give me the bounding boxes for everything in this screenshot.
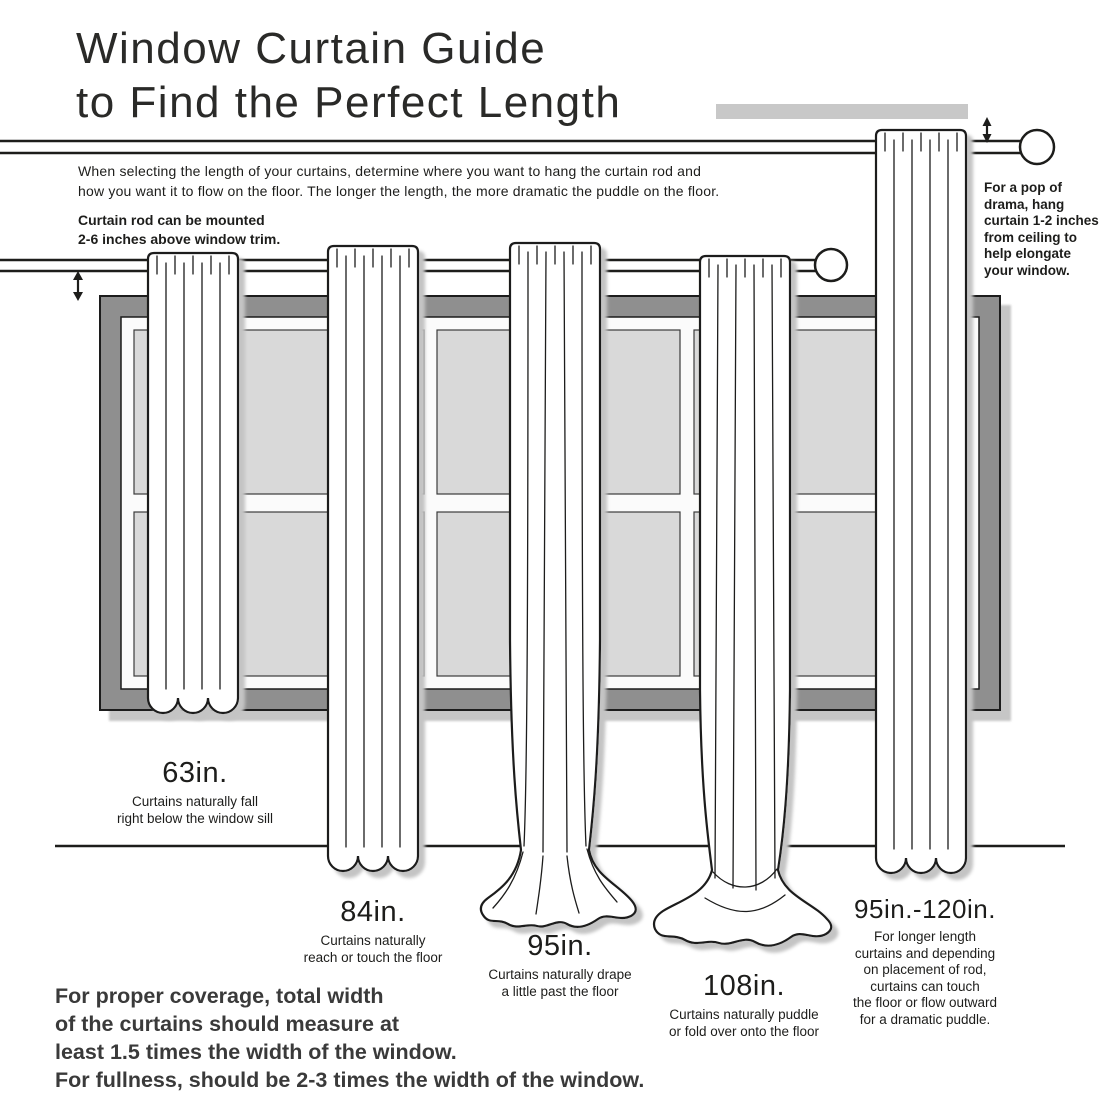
coverage-note: For proper coverage, total width of the … (55, 984, 645, 1092)
curtain-95-description: Curtains naturally drape a little past t… (488, 967, 632, 999)
ceiling-rod-bar (0, 139, 1024, 155)
ceiling-gap-arrow-icon (982, 117, 992, 143)
ceiling-bar (716, 104, 968, 119)
curtain-108 (652, 254, 833, 947)
page-title: Window Curtain Guide to Find the Perfect… (76, 24, 622, 127)
ceiling-rod-finial (1018, 128, 1056, 166)
curtain-95-120-length: 95in.-120in. (854, 894, 996, 924)
curtain-95-label-block: 95in. Curtains naturally drape a little … (450, 930, 670, 1000)
curtain-95-length: 95in. (527, 930, 593, 962)
curtain-63-description: Curtains naturally fall right below the … (116, 794, 274, 826)
window-rod-finial (813, 247, 849, 283)
curtain-108-label-block: 108in. Curtains naturally puddle or fold… (634, 970, 854, 1040)
curtain-108-description: Curtains naturally puddle or fold over o… (668, 1007, 820, 1039)
curtain-95 (479, 241, 637, 928)
curtain-95-120-label-block: 95in.-120in. For longer length curtains … (818, 894, 1032, 1028)
curtain-84 (326, 244, 420, 873)
ceiling-rod (0, 128, 1056, 166)
curtain-95-120-description: For longer length curtains and depending… (852, 929, 998, 1027)
intro-text: When selecting the length of your curtai… (78, 163, 720, 199)
rod-mount-note: Curtain rod can be mounted 2-6 inches ab… (78, 212, 281, 247)
ceiling-tip-note: For a pop of drama, hang curtain 1-2 inc… (984, 180, 1099, 278)
curtain-84-description: Curtains naturally reach or touch the fl… (303, 933, 443, 965)
curtain-84-label-block: 84in. Curtains naturally reach or touch … (263, 896, 483, 966)
curtain-108-length: 108in. (702, 970, 785, 1002)
curtain-95-120 (874, 128, 968, 875)
curtain-63 (146, 251, 240, 715)
curtain-63-label-block: 63in. Curtains naturally fall right belo… (85, 757, 305, 827)
curtain-84-length: 84in. (340, 896, 406, 928)
rod-gap-arrow-icon (73, 271, 83, 301)
curtain-63-length: 63in. (162, 757, 228, 789)
